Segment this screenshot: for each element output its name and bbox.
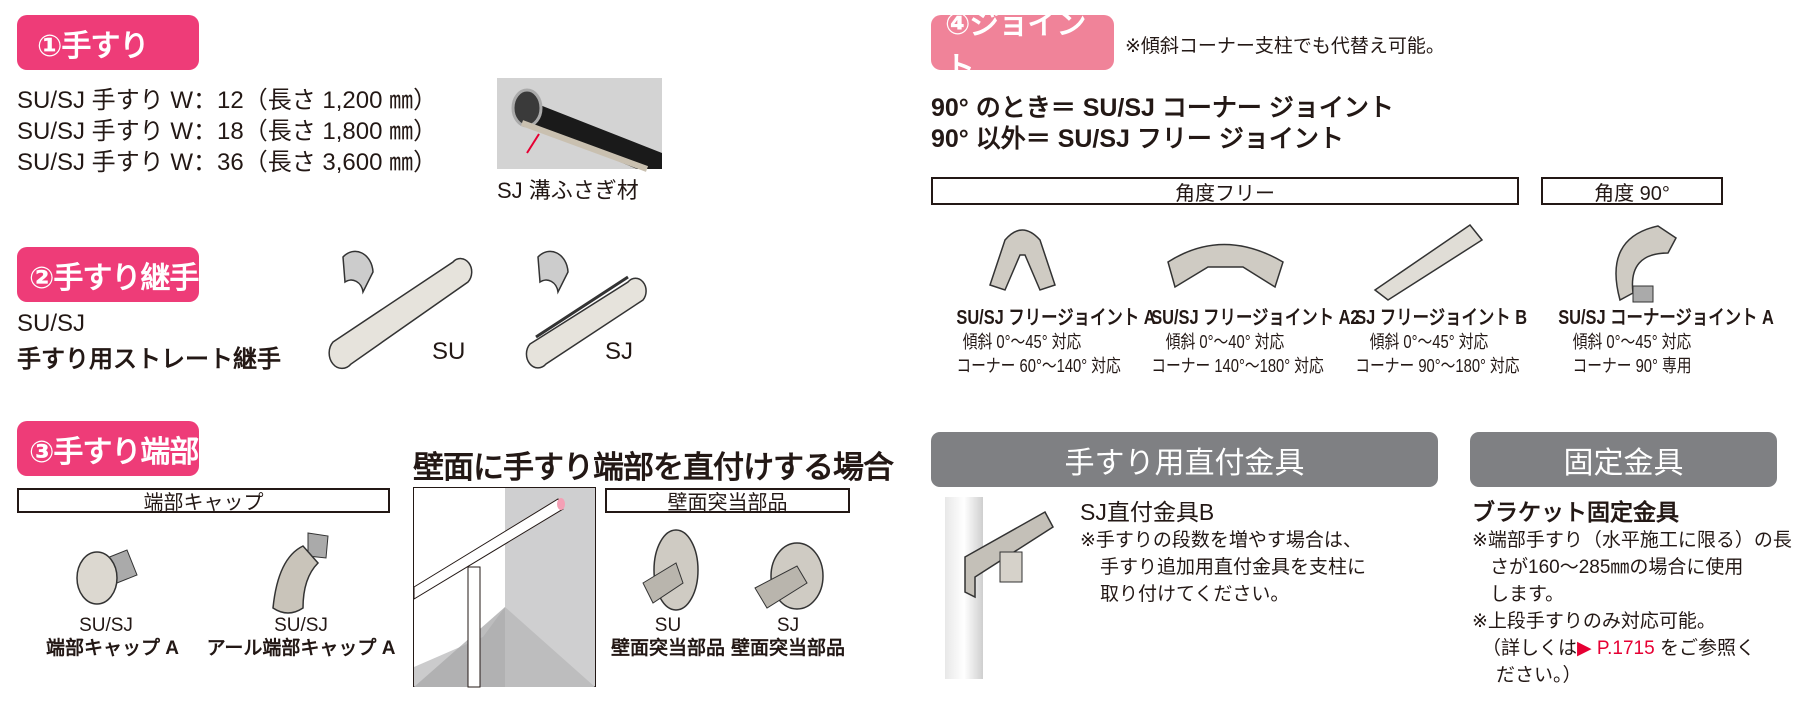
joint-corner: コーナー 60°～140° 対応 [956, 356, 1121, 376]
end-cap-image [76, 549, 138, 605]
direct-bracket-image [945, 497, 1054, 679]
su-label: SU [432, 338, 466, 365]
section-badge-end: ③手すり端部 [17, 421, 199, 476]
joint-corner: コーナー 140°～180° 対応 [1151, 356, 1324, 376]
direct-bracket-title: SJ直付金具B [1080, 499, 1215, 525]
angle-90-box: 角度 90° [1541, 177, 1723, 205]
joint-slope: 傾斜 0°～45° 対応 [1572, 332, 1692, 352]
r-end-cap-image [272, 532, 329, 614]
fixed-ref-line: （詳しくは▶ P.1715 をご参照く [1482, 635, 1755, 662]
fixed-note-line: ※上段手すりのみ対応可能。 [1472, 611, 1716, 632]
joint-slope: 傾斜 0°～45° 対応 [1369, 332, 1489, 352]
end-cap-line2: 端部キャップ A [46, 638, 180, 659]
ref-suffix: をご参照く [1659, 638, 1755, 659]
joint-label-free-b: SJ フリージョイント B 傾斜 0°～45° 対応 コーナー 90°～180°… [1355, 306, 1528, 378]
joint-rule-other: 90° 以外＝ SU/SJ フリー ジョイント [931, 125, 1344, 153]
direct-note-line: 取り付けてください。 [1100, 584, 1290, 605]
joint-rule-90: 90° のとき＝ SU/SJ コーナー ジョイント [931, 94, 1394, 122]
su-joint-image [328, 250, 473, 370]
fixed-note-line: します。 [1490, 584, 1565, 605]
r-end-cap-line2: アール端部キャップ A [206, 638, 396, 659]
direct-note-line: 手すり追加用直付金具を支柱に [1100, 557, 1367, 578]
angle-free-box: 角度フリー [931, 177, 1519, 205]
section-badge-joint: ④ジョイント [931, 8, 1114, 85]
fixed-note-line: ※端部手すり（水平施工に限る）の長 [1472, 530, 1792, 551]
sj-wall-part-image [754, 542, 824, 610]
corner-joint-a-image [1615, 225, 1677, 303]
fixed-note-line: さが160～285㎜の場合に使用 [1490, 557, 1744, 578]
handrail-photo [497, 78, 662, 172]
handrail-spec-line: SU/SJ 手すり W：18（長さ 1,800 ㎜） [17, 118, 438, 145]
end-cap-label: SU/SJ 端部キャップ A [46, 614, 180, 660]
joint-note: ※傾斜コーナー支柱でも代替え可能。 [1125, 36, 1445, 57]
handrail-spec-line: SU/SJ 手すり W：12（長さ 1,200 ㎜） [17, 87, 438, 114]
joint-slope: 傾斜 0°～40° 対応 [1165, 332, 1285, 352]
joint-label-corner-a: SU/SJ コーナージョイント A 傾斜 0°～45° 対応 コーナー 90° … [1558, 306, 1774, 378]
end-cap-line1: SU/SJ [79, 615, 133, 636]
r-end-cap-line1: SU/SJ [274, 615, 328, 636]
joint-corner: コーナー 90° 専用 [1572, 356, 1692, 376]
wall-illustration [413, 487, 596, 688]
joint-slope: 傾斜 0°～45° 対応 [962, 332, 1082, 352]
fixed-bracket-header: 固定金具 [1470, 432, 1777, 487]
end-cap-box: 端部キャップ [17, 488, 390, 514]
free-joint-b-image [1373, 223, 1484, 301]
section-badge-joint-straight: ②手すり継手 [17, 247, 199, 302]
su-wall-part-line2: 壁面突当部品 [610, 638, 725, 659]
ref-prefix: （詳しくは [1482, 638, 1578, 659]
joint-title: 手すり用ストレート継手 [17, 346, 281, 373]
su-wall-part-line1: SU [654, 615, 682, 636]
free-joint-a-image [989, 229, 1056, 291]
free-joint-a2-image [1167, 243, 1284, 289]
joint-name: SJ フリージョイント B [1355, 307, 1528, 329]
joint-name: SU/SJ フリージョイント A2 [1151, 307, 1360, 329]
su-wall-part-label: SU 壁面突当部品 [608, 614, 728, 660]
direct-note-line: ※手すりの段数を増やす場合は、 [1080, 530, 1362, 551]
joint-title: SU/SJ [17, 310, 86, 337]
joint-corner: コーナー 90°～180° 対応 [1355, 356, 1520, 376]
wall-heading: 壁面に手すり端部を直付けする場合 [413, 450, 894, 485]
sj-wall-part-label: SJ 壁面突当部品 [728, 614, 848, 660]
sj-wall-part-line1: SJ [776, 615, 800, 636]
sj-joint-image [525, 250, 647, 369]
su-wall-part-image [642, 529, 699, 611]
fixed-ref-line-end: ださい。） [1496, 665, 1582, 686]
joint-label-free-a2: SU/SJ フリージョイント A2 傾斜 0°～40° 対応 コーナー 140°… [1151, 306, 1360, 378]
section-badge-handrail: ①手すり [17, 15, 199, 70]
fixed-bracket-title: ブラケット固定金具 [1472, 499, 1679, 525]
joint-name: SU/SJ フリージョイント A [956, 307, 1156, 329]
handrail-spec-line: SU/SJ 手すり W：36（長さ 3,600 ㎜） [17, 149, 438, 176]
joint-name: SU/SJ コーナージョイント A [1558, 307, 1774, 329]
direct-bracket-header: 手すり用直付金具 [931, 432, 1438, 487]
sj-wall-part-line2: 壁面突当部品 [730, 638, 845, 659]
photo-caption: SJ 溝ふさぎ材 [497, 178, 639, 203]
page-reference-link[interactable]: P.1715 [1596, 638, 1655, 659]
triangle-right-icon: ▶ [1577, 638, 1592, 659]
joint-label-free-a: SU/SJ フリージョイント A 傾斜 0°～45° 対応 コーナー 60°～1… [956, 306, 1156, 378]
sj-label: SJ [605, 338, 634, 365]
r-end-cap-label: SU/SJ アール端部キャップ A [206, 614, 396, 660]
wall-part-box: 壁面突当部品 [605, 488, 850, 514]
